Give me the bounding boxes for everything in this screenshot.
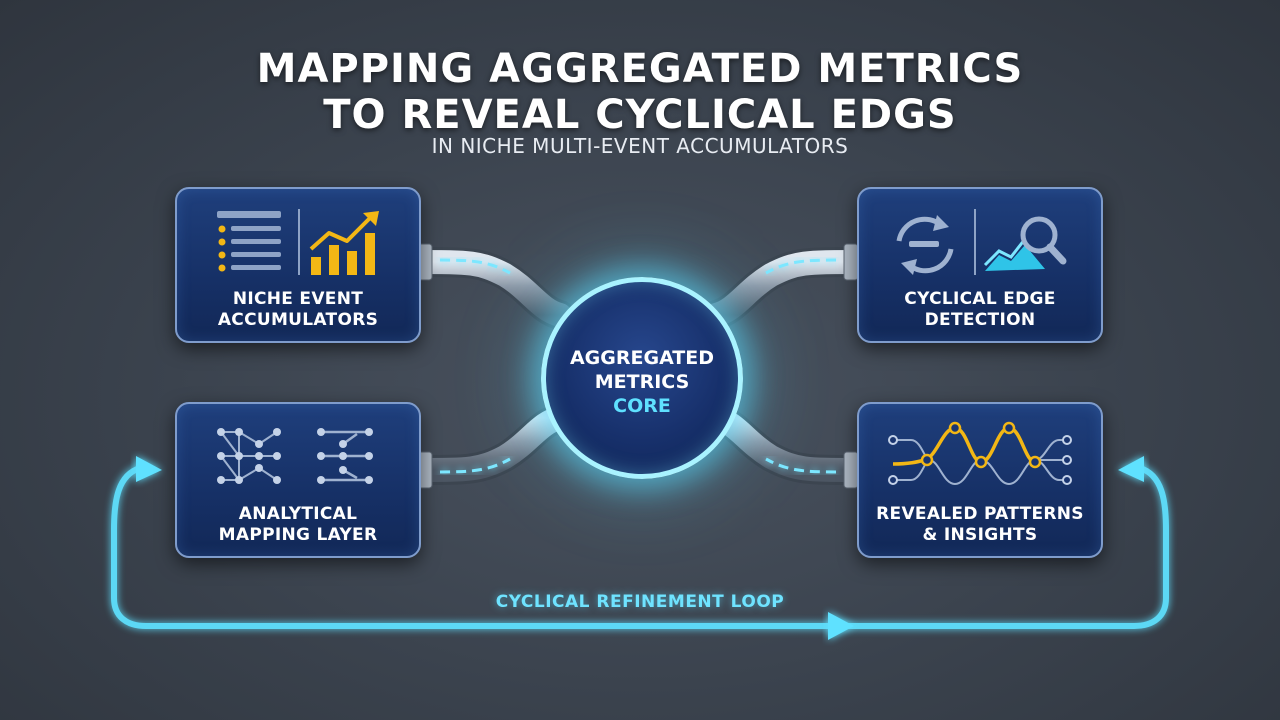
list-icon (217, 209, 300, 275)
title-line-2: TO REVEAL CYCLICAL EDGS (323, 92, 957, 138)
core-label-line-1: AGGREGATED (569, 347, 715, 369)
node-links-icon (317, 428, 373, 484)
node-label-line-2: ACCUMULATORS (217, 310, 379, 330)
pipe-bottom-right (701, 403, 873, 489)
node-label-line-2: MAPPING LAYER (218, 525, 378, 545)
wave-pattern-icon (888, 421, 1072, 486)
subtitle: IN NICHE MULTI-EVENT ACCUMULATORS (431, 134, 849, 158)
network-graph-icon (217, 428, 281, 484)
node-label-line-1: NICHE EVENT (232, 289, 364, 309)
node-niche-event-accumulators: NICHE EVENT ACCUMULATORS (175, 187, 421, 343)
loop-arrowhead-right (1118, 456, 1144, 482)
core-label-line-2: METRICS (594, 371, 690, 393)
loop-arrowhead-bottom (828, 612, 854, 640)
refinement-loop (111, 456, 1169, 640)
cycle-arrows-icon (896, 209, 976, 275)
node-revealed-patterns-insights: REVEALED PATTERNS & INSIGHTS (857, 402, 1103, 558)
node-label-line-1: ANALYTICAL (238, 504, 358, 524)
node-cyclical-edge-detection: CYCLICAL EDGE DETECTION (857, 187, 1103, 343)
pipe-bottom-left (403, 403, 575, 489)
node-label-line-2: DETECTION (924, 310, 1036, 330)
magnifier-chart-icon (983, 216, 1067, 271)
node-label-line-1: CYCLICAL EDGE (904, 289, 1056, 309)
bar-chart-up-icon (309, 211, 379, 275)
node-analytical-mapping-layer: ANALYTICAL MAPPING LAYER (175, 402, 421, 558)
aggregated-metrics-core: AGGREGATED METRICS CORE (541, 277, 743, 479)
pipe-top-left (403, 243, 575, 330)
node-label-line-2: & INSIGHTS (922, 525, 1038, 545)
loop-arrowhead-left (136, 456, 162, 482)
core-label-line-3: CORE (613, 395, 671, 417)
node-label-line-1: REVEALED PATTERNS (876, 504, 1084, 524)
pipe-top-right (701, 243, 873, 330)
loop-label: CYCLICAL REFINEMENT LOOP (495, 592, 785, 612)
title-line-1: MAPPING AGGREGATED METRICS (256, 46, 1024, 92)
